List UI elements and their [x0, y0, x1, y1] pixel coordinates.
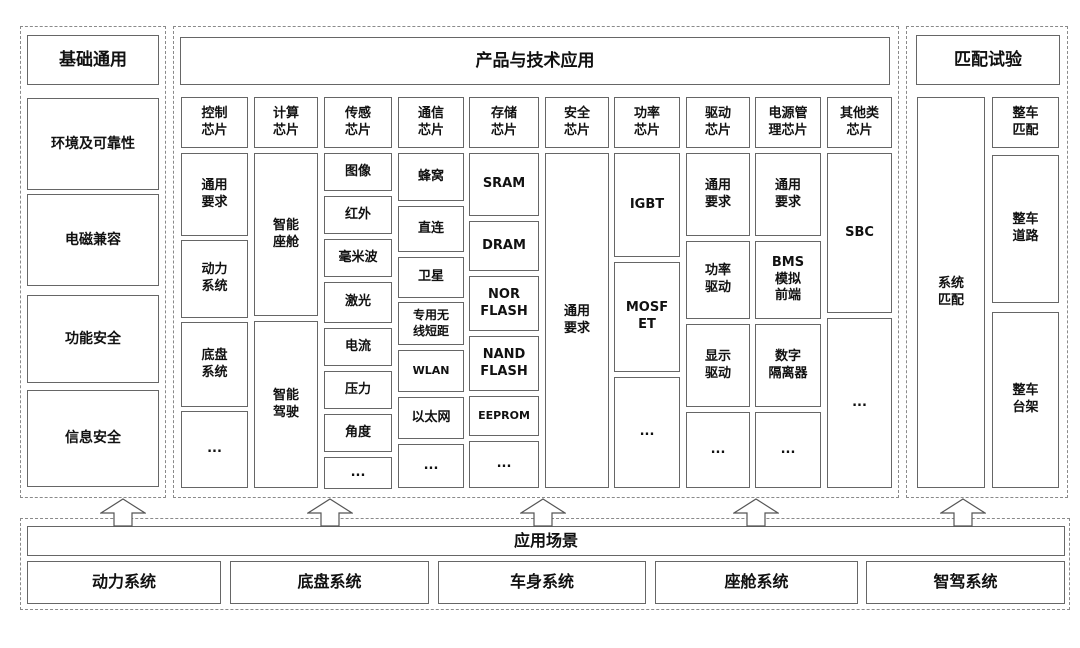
scenario-cockpit: 座舱系统	[655, 561, 858, 604]
other-more: ...	[827, 318, 892, 488]
sensor-laser: 激光	[324, 282, 392, 323]
vehicle-bench: 整车 台架	[992, 312, 1059, 488]
up-arrow-icon	[100, 498, 146, 527]
comm-wlan: WLAN	[398, 350, 464, 392]
scenario-title: 应用场景	[27, 526, 1065, 556]
up-arrow-icon	[733, 498, 779, 527]
storage-nand-flash: NAND FLASH	[469, 336, 539, 391]
driver-general: 通用 要求	[686, 153, 750, 236]
sensor-infrared: 红外	[324, 196, 392, 234]
pmic-digital-isolator: 数字 隔离器	[755, 324, 821, 407]
header-pmic-chip: 电源管 理芯片	[755, 97, 821, 148]
foundation-item-info-security: 信息安全	[27, 390, 159, 487]
product-title: 产品与技术应用	[180, 37, 890, 85]
foundation-item-environment: 环境及可靠性	[27, 98, 159, 190]
power-more: ...	[614, 377, 680, 488]
sensor-angle: 角度	[324, 414, 392, 452]
comm-ethernet: 以太网	[398, 397, 464, 439]
power-igbt: IGBT	[614, 153, 680, 257]
up-arrow-icon	[307, 498, 353, 527]
storage-sram: SRAM	[469, 153, 539, 216]
control-chassis: 底盘 系统	[181, 322, 248, 407]
power-mosfet: MOSF ET	[614, 262, 680, 372]
up-arrow-icon	[940, 498, 986, 527]
control-more: ...	[181, 411, 248, 488]
foundation-item-functional-safety: 功能安全	[27, 295, 159, 383]
foundation-item-emc: 电磁兼容	[27, 194, 159, 286]
matching-section	[906, 26, 1068, 498]
header-storage-chip: 存储 芯片	[469, 97, 539, 148]
header-control-chip: 控制 芯片	[181, 97, 248, 148]
storage-more: ...	[469, 441, 539, 488]
up-arrow-icon	[520, 498, 566, 527]
scenario-chassis: 底盘系统	[230, 561, 429, 604]
control-powertrain: 动力 系统	[181, 240, 248, 318]
security-general: 通用 要求	[545, 153, 609, 488]
header-driver-chip: 驱动 芯片	[686, 97, 750, 148]
vehicle-road: 整车 道路	[992, 155, 1059, 303]
header-sensor-chip: 传感 芯片	[324, 97, 392, 148]
comm-cellular: 蜂窝	[398, 153, 464, 201]
foundation-title: 基础通用	[27, 35, 159, 85]
comm-more: ...	[398, 444, 464, 488]
header-comm-chip: 通信 芯片	[398, 97, 464, 148]
foundation-section	[20, 26, 166, 498]
comm-direct: 直连	[398, 206, 464, 252]
header-other-chip: 其他类 芯片	[827, 97, 892, 148]
sensor-current: 电流	[324, 328, 392, 366]
sensor-more: ...	[324, 457, 392, 489]
compute-adas: 智能 驾驶	[254, 321, 318, 488]
storage-eeprom: EEPROM	[469, 396, 539, 436]
comm-satellite: 卫星	[398, 257, 464, 298]
header-power-chip: 功率 芯片	[614, 97, 680, 148]
product-section	[173, 26, 899, 498]
pmic-more: ...	[755, 412, 821, 488]
compute-cockpit: 智能 座舱	[254, 153, 318, 316]
storage-dram: DRAM	[469, 221, 539, 271]
driver-more: ...	[686, 412, 750, 488]
scenario-body: 车身系统	[438, 561, 646, 604]
other-sbc: SBC	[827, 153, 892, 313]
control-general: 通用 要求	[181, 153, 248, 236]
system-matching: 系统 匹配	[917, 97, 985, 488]
driver-display: 显示 驱动	[686, 324, 750, 407]
sensor-image: 图像	[324, 153, 392, 191]
scenario-adas: 智驾系统	[866, 561, 1065, 604]
header-compute-chip: 计算 芯片	[254, 97, 318, 148]
storage-nor-flash: NOR FLASH	[469, 276, 539, 331]
pmic-bms-afe: BMS 模拟 前端	[755, 241, 821, 319]
sensor-pressure: 压力	[324, 371, 392, 409]
matching-title: 匹配试验	[916, 35, 1060, 85]
scenario-powertrain: 动力系统	[27, 561, 221, 604]
sensor-mmwave: 毫米波	[324, 239, 392, 277]
driver-power: 功率 驱动	[686, 241, 750, 319]
pmic-general: 通用 要求	[755, 153, 821, 236]
comm-short-range: 专用无 线短距	[398, 302, 464, 345]
header-security-chip: 安全 芯片	[545, 97, 609, 148]
vehicle-matching: 整车 匹配	[992, 97, 1059, 148]
